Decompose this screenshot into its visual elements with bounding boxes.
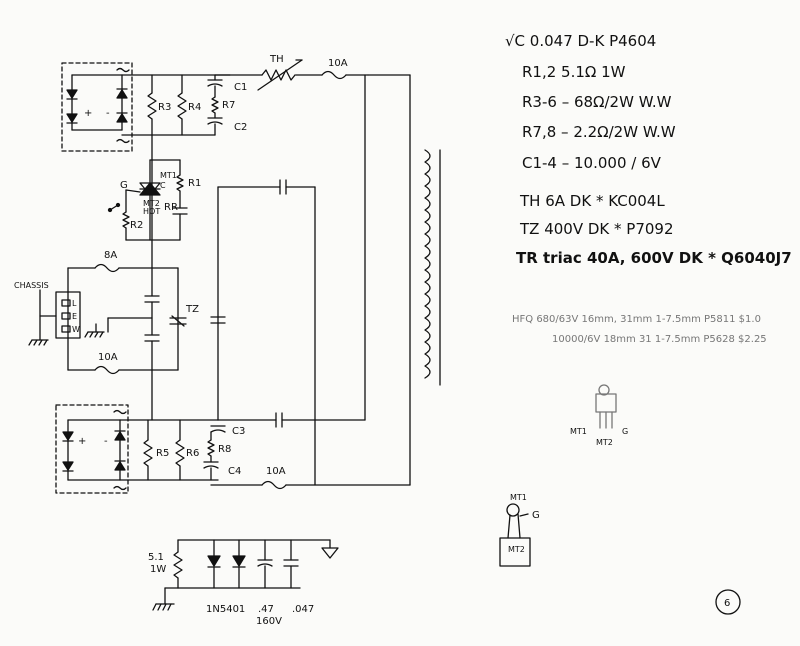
bridge-minus-bottom: - [104, 436, 108, 447]
note-line-8: TR triac 40A, 600V DK * Q6040J7 [516, 249, 792, 267]
resistor-r7 [211, 96, 219, 114]
rr-label: RR [164, 202, 178, 213]
chassis-label: CHASSIS [14, 281, 49, 290]
pkg-mt1: MT1 [570, 427, 587, 436]
resistor-r6 [175, 439, 185, 467]
c1-label: C1 [234, 82, 247, 93]
thermistor-th: TH [257, 54, 303, 91]
triac-pin-g: G [532, 510, 540, 521]
hfq-line-2: 10000/6V 18mm 31 1-7.5mm P5628 $2.25 [552, 334, 767, 345]
note-line-4: R7,8 – 2.2Ω/2W W.W [522, 123, 676, 141]
hfq-line-1: HFQ 680/63V 16mm, 31mm 1-7.5mm P5811 $1.… [512, 314, 761, 325]
r5-label: R5 [156, 448, 169, 459]
resistor-r5 [143, 439, 153, 467]
triac-pin-mt2: MT2 [508, 545, 525, 554]
note-line-5: C1-4 – 10.000 / 6V [522, 154, 661, 172]
bridge-plus-bottom: + [78, 436, 86, 447]
fuse-top-10a: 10A [321, 58, 348, 80]
chassis-connector: L E W [55, 291, 81, 339]
chassis-w: W [72, 325, 80, 334]
page-number: 6 [724, 598, 730, 609]
r3-label: R3 [158, 102, 171, 113]
r8-label: R8 [218, 444, 231, 455]
hot-label: HOT [143, 207, 160, 216]
note-line-2: R1,2 5.1Ω 1W [522, 63, 626, 81]
inductor-coil [424, 149, 441, 386]
note-line-6: TH 6A DK * KC004L [520, 192, 665, 210]
fuse-8a [94, 263, 120, 273]
resistor-r8 [207, 439, 215, 457]
c4-label: C4 [228, 466, 241, 477]
pkg-g: G [622, 427, 628, 436]
bridge-plus-top: + [84, 108, 92, 119]
note-line-3: R3-6 – 68Ω/2W W.W [522, 93, 672, 111]
bottom-bridge-rectifier: + - [55, 404, 129, 494]
triac-pin-sketch: MT1 MT2 G [499, 493, 540, 567]
r7-label: R7 [222, 100, 235, 111]
th-label: TH [269, 54, 284, 65]
lower-circuit: 5.1 1W 1N5401 .47 160V .047 [148, 539, 339, 627]
fuse-8a-label: 8A [104, 250, 117, 261]
lower-diode-label: 1N5401 [206, 604, 245, 615]
chassis-l: L [72, 299, 77, 308]
lower-cap1-line2: 160V [256, 616, 282, 627]
triac-pin-mt1: MT1 [510, 493, 527, 502]
resistor-r1 [176, 174, 184, 192]
c2-label: C2 [234, 122, 247, 133]
note-line-7: TZ 400V DK * P7092 [520, 220, 674, 238]
resistor-r2 [122, 211, 130, 229]
r1-label: R1 [188, 178, 201, 189]
pkg-mt2: MT2 [596, 438, 613, 447]
lower-resistor-line1: 5.1 [148, 552, 164, 563]
fuse-10a-left-label: 10A [98, 352, 118, 363]
lower-cap2-label: .047 [292, 604, 314, 615]
triac-section: G MT1 C MT2 HOT RR R1 R2 [107, 159, 201, 241]
bridge-minus-top: - [106, 108, 110, 119]
r6-label: R6 [186, 448, 199, 459]
note-line-1: √C 0.047 D-K P4604 [505, 32, 657, 50]
tz-label: TZ [185, 304, 199, 315]
lower-resistor-line2: 1W [150, 564, 166, 575]
transient-suppressor-tz: TZ [169, 304, 199, 327]
chassis-e: E [72, 312, 77, 321]
triac-package-sketch: MT1 MT2 G [570, 384, 628, 447]
c-label: C [160, 181, 166, 190]
mt1-label: MT1 [160, 171, 177, 180]
mt2-label: MT2 [143, 199, 160, 208]
resistor-r3 [147, 92, 157, 120]
lower-cap1-line1: .47 [258, 604, 274, 615]
g-label: G [120, 180, 128, 191]
r2-label: R2 [130, 220, 143, 231]
fuse-10a-left [94, 365, 120, 375]
fuse-bottom-label: 10A [266, 466, 286, 477]
resistor-r4 [177, 92, 187, 120]
c3-label: C3 [232, 426, 245, 437]
fuse-top-label: 10A [328, 58, 348, 69]
r4-label: R4 [188, 102, 201, 113]
top-bridge-rectifier: + - [61, 62, 133, 152]
fuse-bottom-10a [261, 480, 287, 490]
